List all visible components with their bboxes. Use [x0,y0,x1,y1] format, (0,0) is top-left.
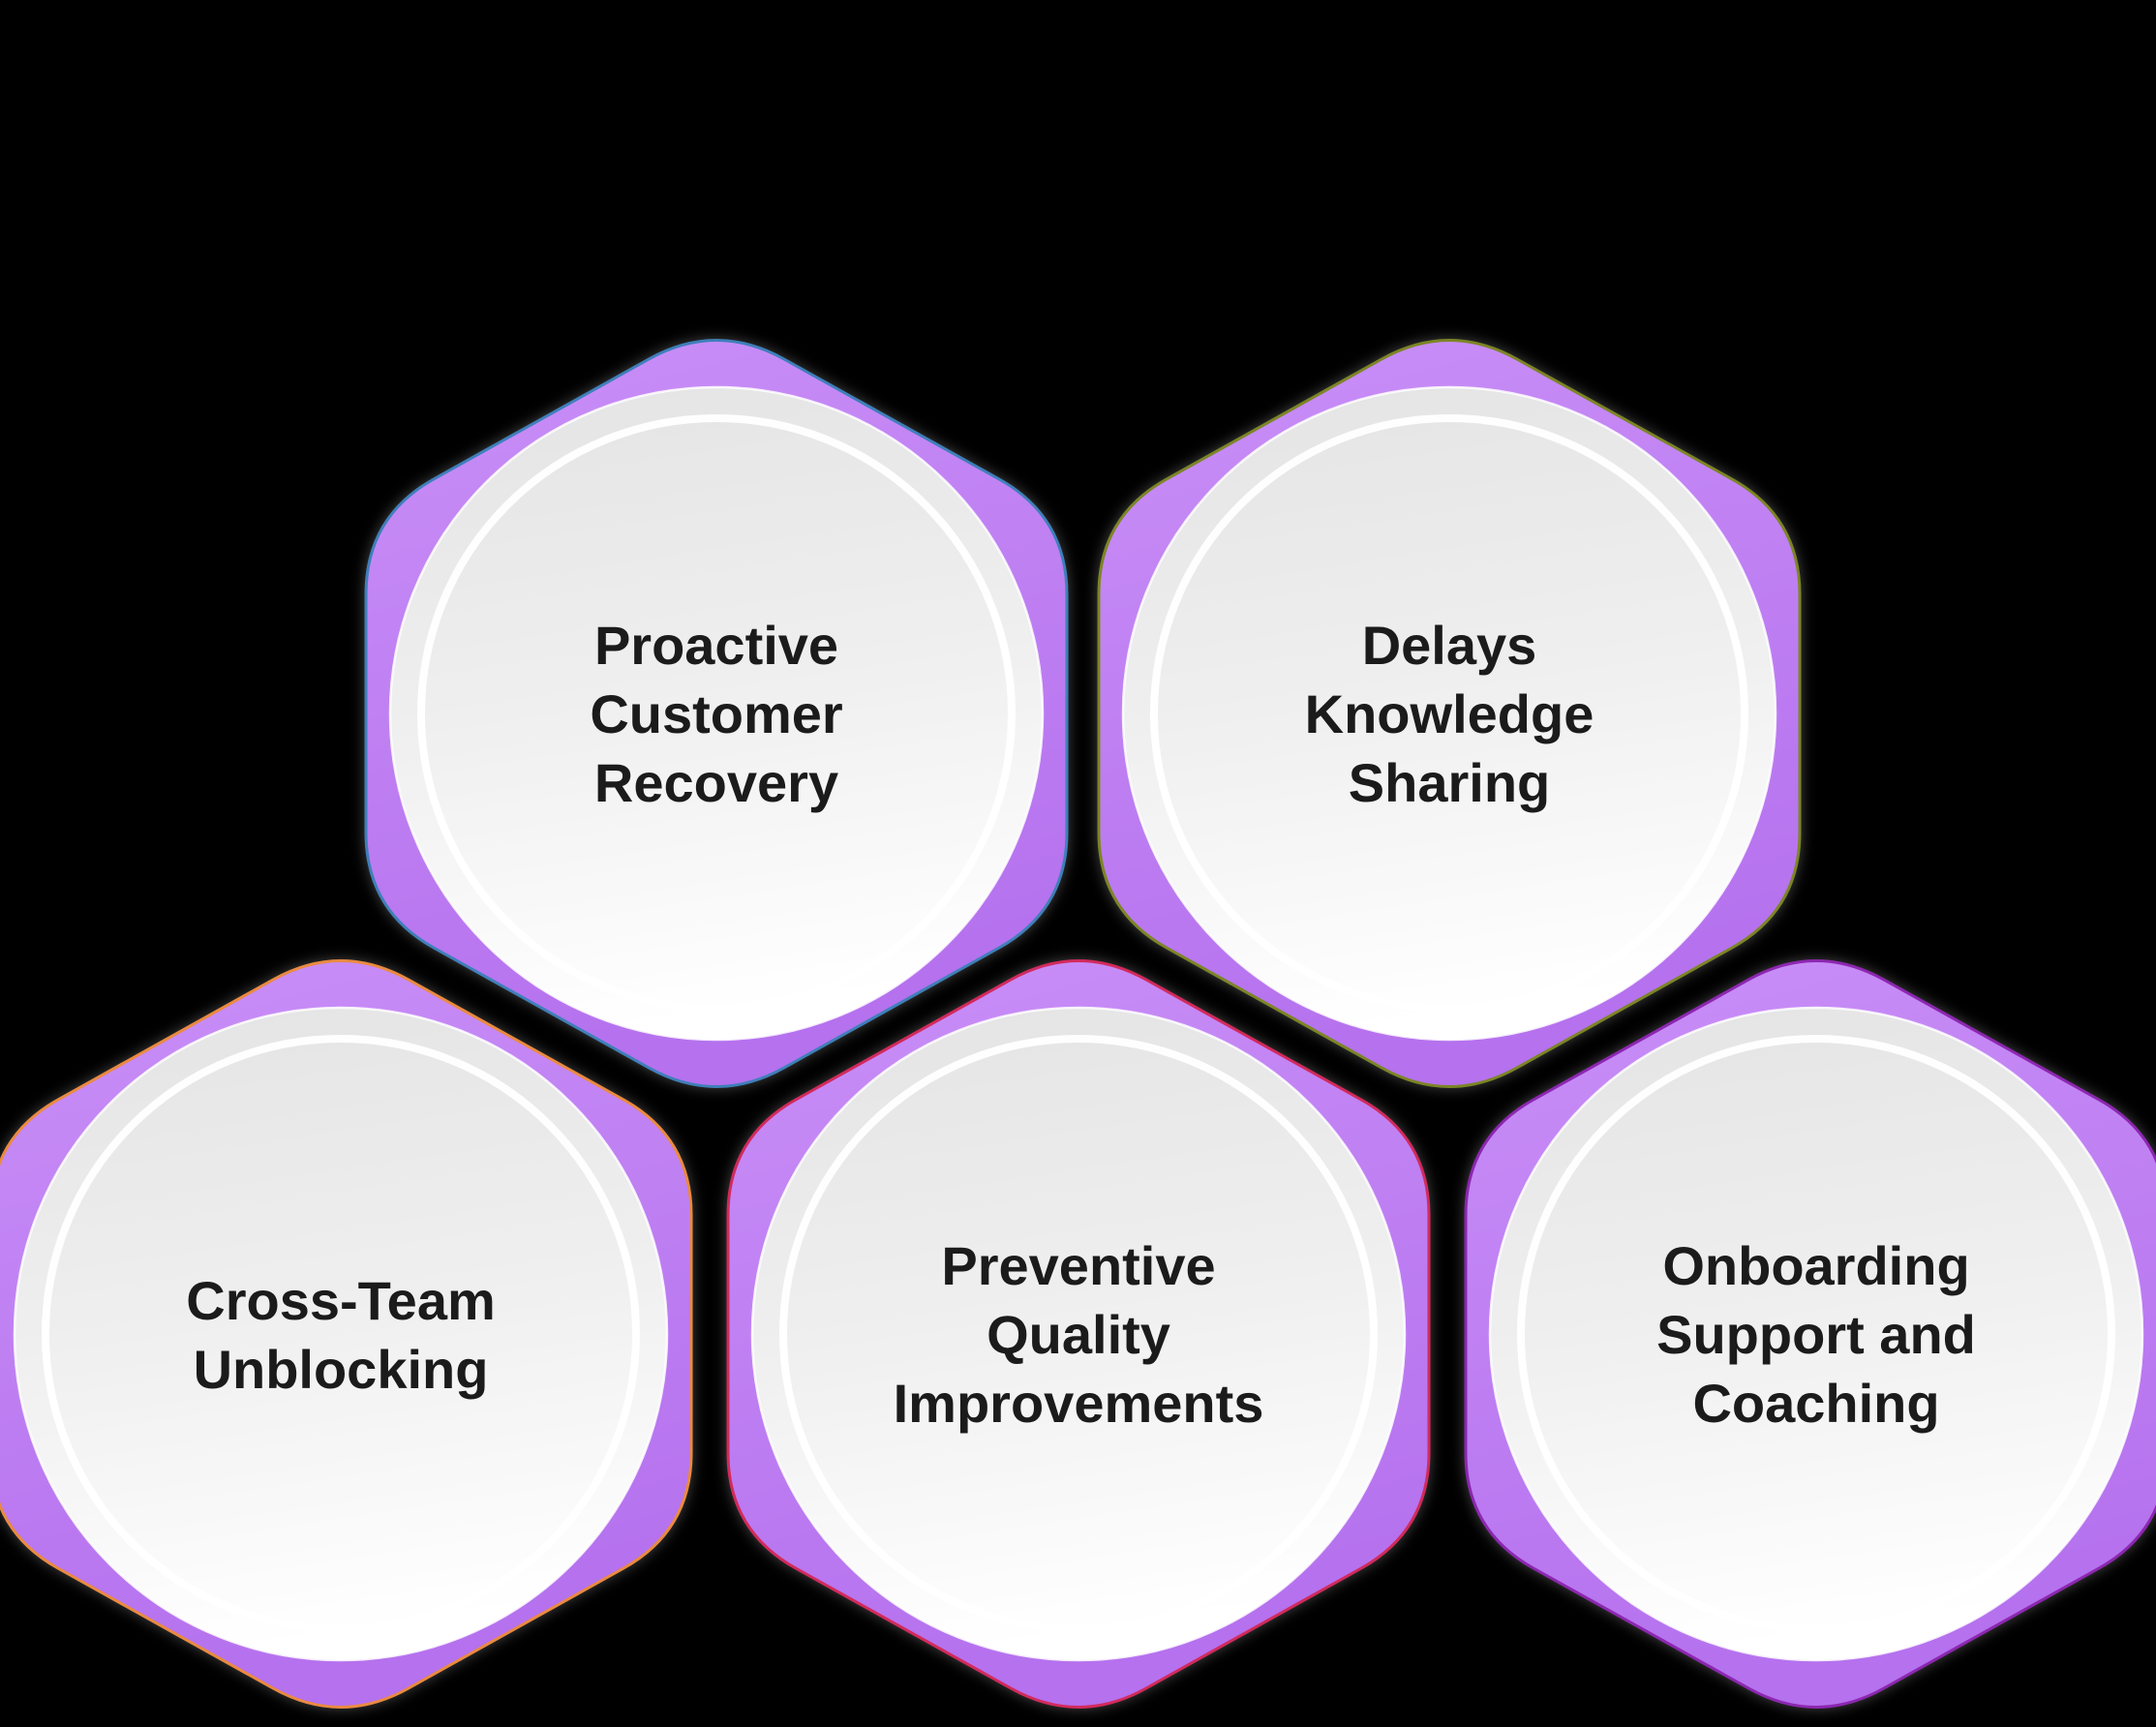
pod-label-line: Quality [987,1304,1170,1365]
hexagon-disc [388,385,1045,1042]
hexagon-disc [1121,385,1777,1042]
hex-pod-delays-knowledge-sharing: Delays Knowledge Sharing [1097,339,1802,1088]
pod-label-line: Support and [1656,1304,1976,1365]
hexagon-disc [750,1006,1407,1662]
hexagon-ring [1150,414,1748,1013]
pod-label-line: Preventive [941,1235,1215,1296]
pod-label-line: Delays [1362,615,1537,676]
pod-label-line: Unblocking [194,1339,489,1400]
pod-label-line: Knowledge [1305,683,1594,744]
hexagon-ring [1517,1035,2115,1633]
hexagon-disc [1488,1006,2144,1662]
pod-label-line: Sharing [1349,752,1550,813]
hex-pod-cross-team-unblocking: Cross-Team Unblocking [0,959,693,1709]
pod-label-line: Customer [590,683,842,744]
pod-label-line: Proactive [594,615,838,676]
hexagon-ring [42,1035,640,1633]
pod-label-line: Coaching [1692,1373,1939,1434]
pod-label-line: Onboarding [1662,1235,1969,1296]
hex-pod-proactive-customer-recovery: Proactive Customer Recovery [364,339,1069,1088]
pod-label-line: Recovery [594,752,838,813]
hexagon-ring [779,1035,1378,1633]
hex-pod-preventive-quality-improvements: Preventive Quality Improvements [726,959,1431,1709]
pod-label-line: Improvements [894,1373,1264,1434]
hexagon-disc [13,1006,669,1662]
pod-label-line: Cross-Team [186,1270,496,1331]
hexagon-ring [417,414,1016,1013]
hex-pod-onboarding-support-coaching: Onboarding Support and Coaching [1464,959,2156,1709]
